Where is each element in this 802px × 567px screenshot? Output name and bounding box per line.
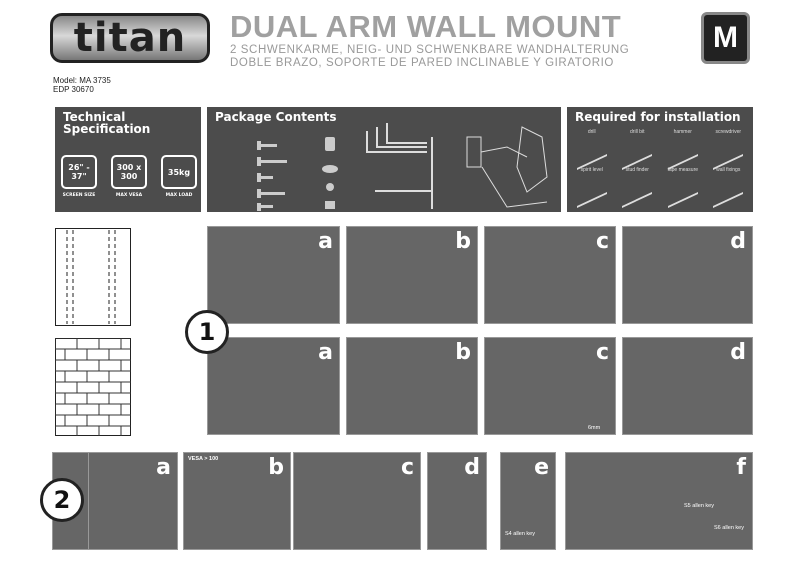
- brick-wall-icon: [55, 338, 131, 436]
- page-title: DUAL ARM WALL MOUNT: [230, 9, 622, 44]
- step-letter: b: [455, 229, 471, 254]
- step-1-panel-a: a: [207, 337, 340, 435]
- package-contents-panel: Package Contents: [207, 107, 561, 212]
- edp-number: EDP 30670: [53, 85, 94, 94]
- tool-item: drill: [569, 129, 615, 170]
- spirit-level-icon: [576, 170, 607, 208]
- step-letter: c: [400, 455, 414, 480]
- model-number: Model: MA 3735: [53, 76, 111, 85]
- spec-label: MAX VESA: [115, 193, 143, 198]
- step-letter: a: [318, 340, 333, 365]
- step-1-panel-d: d: [622, 337, 753, 435]
- title-line: Specification: [63, 122, 151, 136]
- allen-key-label: S4 allen key: [505, 531, 535, 537]
- step-2-panel-a: a: [88, 452, 178, 550]
- step-letter: d: [464, 455, 480, 480]
- step-letter: b: [268, 455, 284, 480]
- package-contents-title: Package Contents: [215, 110, 337, 124]
- tool-label: tape measure: [667, 167, 699, 173]
- step-letter: a: [156, 455, 171, 480]
- title-line: Technical: [63, 110, 126, 124]
- tool-label: spirit level: [580, 167, 603, 173]
- tool-item: tape measure: [660, 167, 706, 208]
- drywall-icon: [55, 228, 131, 326]
- size-badge: M: [701, 12, 750, 64]
- logo-text: titan: [73, 15, 187, 61]
- step-1-panel-b: b: [346, 226, 478, 324]
- tape-measure-icon: [667, 170, 698, 208]
- step-1-panel-d: d: [622, 226, 753, 324]
- tool-item: wall fixings: [706, 167, 752, 208]
- drill-size: 6mm: [588, 425, 601, 431]
- step-letter: c: [595, 229, 609, 254]
- stud-finder-icon: [622, 170, 653, 208]
- step-letter: a: [318, 229, 333, 254]
- step-1-panel-c: c: [484, 337, 616, 435]
- step-2-panel-b: b VESA > 100: [183, 452, 291, 550]
- step-2-panel-e: e S4 allen key: [500, 452, 556, 550]
- wall-fixings-icon: [713, 170, 744, 208]
- step-1-panel-b: b: [346, 337, 478, 435]
- subtitle-spanish: DOBLE BRAZO, SOPORTE DE PARED INCLINABLE…: [230, 57, 614, 69]
- tool-label: stud finder: [625, 167, 649, 173]
- step-letter: e: [534, 455, 549, 480]
- tool-item: hammer: [660, 129, 706, 170]
- tv-icon: 26" - 37": [61, 155, 97, 189]
- tool-label: hammer: [673, 129, 692, 135]
- package-hardware-illustration: [257, 123, 548, 211]
- required-tools-panel: Required for installation drill drill bit…: [567, 107, 753, 212]
- subtitle-german: 2 SCHWENKARME, NEIG- UND SCHWENKBARE WAN…: [230, 44, 630, 56]
- tool-label: drill bit: [630, 129, 645, 135]
- vesa-note: VESA > 100: [188, 456, 219, 462]
- spec-label: MAX LOAD: [165, 193, 193, 198]
- allen-key-label: S6 allen key: [714, 525, 744, 531]
- step-letter: c: [595, 340, 609, 365]
- step-2-panel-c: c: [293, 452, 421, 550]
- step-2-panel-d: d: [427, 452, 487, 550]
- step-1-number: 1: [185, 310, 229, 354]
- drill-bit-icon: [622, 132, 653, 170]
- tool-item: drill bit: [615, 129, 661, 170]
- spec-item: 26" - 37" SCREEN SIZE: [61, 155, 99, 198]
- step-letter: b: [455, 340, 471, 365]
- tool-item: screwdriver: [706, 129, 752, 170]
- tool-item: stud finder: [615, 167, 661, 208]
- step-letter: f: [736, 455, 746, 480]
- step-letter: d: [730, 340, 746, 365]
- allen-key-label: S5 allen key: [684, 503, 714, 509]
- titan-logo: titan: [50, 13, 210, 63]
- weight-icon: 35kg: [161, 155, 197, 189]
- step-1-panel-c: c: [484, 226, 616, 324]
- tool-label: screwdriver: [715, 129, 742, 135]
- tool-label: drill: [587, 129, 596, 135]
- step-2-panel-f: f S5 allen key S6 allen key: [565, 452, 753, 550]
- hammer-icon: [667, 132, 698, 170]
- tool-item: spirit level: [569, 167, 615, 208]
- tool-label: wall fixings: [716, 167, 741, 173]
- step-2-number: 2: [40, 478, 84, 522]
- step-letter: d: [730, 229, 746, 254]
- step-1-panel-a: a: [207, 226, 340, 324]
- vesa-icon: 300 x 300: [111, 155, 147, 189]
- required-title: Required for installation: [575, 110, 741, 124]
- spec-label: SCREEN SIZE: [62, 193, 96, 198]
- drill-icon: [576, 132, 607, 170]
- screwdriver-icon: [713, 132, 744, 170]
